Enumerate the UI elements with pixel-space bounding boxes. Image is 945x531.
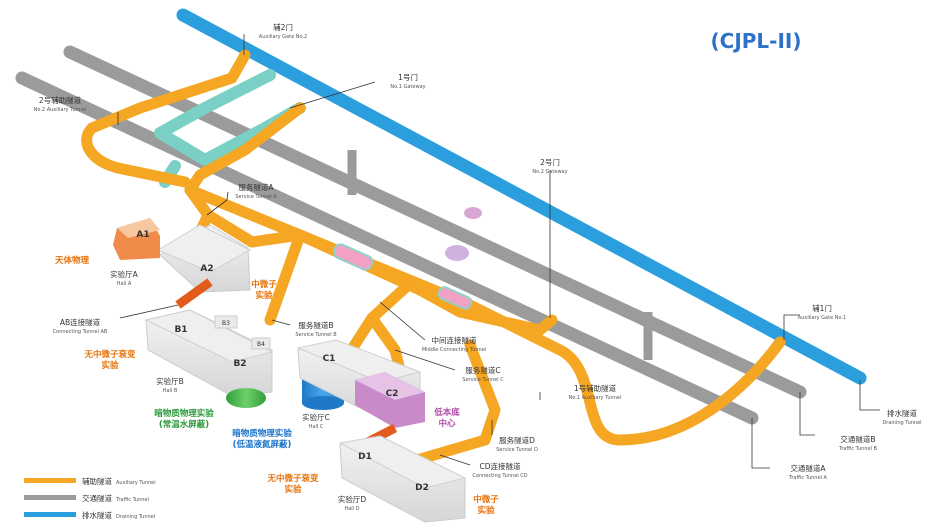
exp-astro: 天体物理 xyxy=(55,255,90,266)
label-gateway-2-en: No.2 Gateway xyxy=(532,169,567,175)
hall-labels: 实验厅A Hall A 实验厅B Hall B 实验厅C Hall C 实验厅D… xyxy=(110,230,429,512)
label-aux-gate-2-en: Auxiliary Gate No.2 xyxy=(259,34,307,40)
hall-b xyxy=(144,309,274,408)
hall-code-b2: B2 xyxy=(233,359,246,369)
hall-code-a1: A1 xyxy=(136,230,149,240)
experiment-labels: 天体物理 中微子 实验 无中微子衰变 实验 暗物质物理实验 (常温水屏蔽) 暗物… xyxy=(55,255,499,516)
label-service-d-en: Service Tunnel D xyxy=(496,447,538,453)
page-title: (CJPL-II) xyxy=(711,29,802,53)
label-drain-tunnel-en: Draining Tunnel xyxy=(882,420,921,426)
label-hall-d-en: Hall D xyxy=(344,506,359,512)
label-middle-conn-cn: 中间连接隧道 xyxy=(432,335,477,345)
exp-low-bg-1: 低本底 xyxy=(433,407,460,418)
exp-neutrinoless-b-1: 无中微子衰变 xyxy=(83,349,136,360)
exp-dark-c-2: (低温液氮屏蔽) xyxy=(233,439,292,450)
auxiliary-tunnels xyxy=(81,49,786,471)
label-hall-b-en: Hall B xyxy=(163,388,178,394)
label-aux-gate-1-en: Auxiliary Gate No.1 xyxy=(798,315,846,321)
label-traffic-a-cn: 交通隧道A xyxy=(790,463,826,473)
hall-code-b4: B4 xyxy=(257,341,265,348)
label-service-b-cn: 服务隧道B xyxy=(298,320,333,330)
label-service-b-en: Service Tunnel B xyxy=(295,332,337,338)
legend: 辅助隧道 Auxiliary Tunnel 交通隧道 Traffic Tunne… xyxy=(24,476,156,520)
label-gateway-2-cn: 2号门 xyxy=(540,158,560,167)
hall-code-d1: D1 xyxy=(358,452,372,462)
label-gateway-1-en: No.1 Gateway xyxy=(390,84,425,90)
exp-neutrino-a-2: 实验 xyxy=(255,290,273,301)
label-hall-b-cn: 实验厅B xyxy=(156,376,184,386)
hall-a xyxy=(113,218,252,293)
label-hall-c-en: Hall C xyxy=(309,424,324,430)
tunnel-labels: 辅2门 Auxiliary Gate No.2 1号门 No.1 Gateway… xyxy=(34,22,922,481)
exp-neutrino-d-2: 实验 xyxy=(477,505,495,516)
fixture-1 xyxy=(332,243,374,271)
exp-low-bg-2: 中心 xyxy=(438,418,456,429)
legend-label-auxiliary-cn: 辅助隧道 xyxy=(82,476,112,486)
legend-swatch-draining xyxy=(24,512,76,517)
legend-label-traffic-en: Traffic Tunnel xyxy=(115,497,149,503)
label-gateway-1-cn: 1号门 xyxy=(398,73,418,82)
exp-neutrinoless-d-2: 实验 xyxy=(284,484,302,495)
label-traffic-b-cn: 交通隧道B xyxy=(840,434,875,444)
exp-neutrino-d-1: 中微子 xyxy=(473,494,499,505)
exp-neutrinoless-d-1: 无中微子衰变 xyxy=(266,473,319,484)
exp-dark-b-2: (常温水屏蔽) xyxy=(159,419,209,430)
label-service-d-cn: 服务隧道D xyxy=(499,435,535,445)
legend-label-draining-en: Draining Tunnel xyxy=(116,514,155,520)
label-hall-a-cn: 实验厅A xyxy=(110,269,138,279)
label-service-c-en: Service Tunnel C xyxy=(462,377,504,383)
ab-connecting-bar xyxy=(175,278,213,309)
label-drain-tunnel-cn: 排水隧道 xyxy=(887,408,917,418)
traffic-tunnel-a xyxy=(15,71,759,425)
label-traffic-a-en: Traffic Tunnel A xyxy=(788,475,827,481)
tunnel-fixtures xyxy=(332,207,482,310)
hall-d xyxy=(338,435,467,523)
hall-code-a2: A2 xyxy=(200,264,213,274)
label-service-c-cn: 服务隧道C xyxy=(465,365,500,375)
label-hall-c-cn: 实验厅C xyxy=(302,412,330,422)
exp-neutrino-a-1: 中微子 xyxy=(251,279,277,290)
label-aux-gate-2-cn: 辅2门 xyxy=(273,22,293,32)
label-hall-a-en: Hall A xyxy=(117,281,132,287)
legend-label-auxiliary-en: Auxiliary Tunnel xyxy=(116,480,156,486)
hall-code-d2: D2 xyxy=(415,483,429,493)
label-ab-conn-cn: AB连接隧道 xyxy=(60,317,101,327)
legend-swatch-auxiliary xyxy=(24,478,76,483)
exp-neutrinoless-b-2: 实验 xyxy=(101,360,119,371)
label-hall-d-cn: 实验厅D xyxy=(338,494,366,504)
exp-dark-c-1: 暗物质物理实验 xyxy=(232,428,292,439)
label-aux-tunnel-1-cn: 1号辅助隧道 xyxy=(574,383,617,393)
label-service-a-en: Service Tunnel A xyxy=(235,194,277,200)
legend-swatch-traffic xyxy=(24,495,76,500)
hall-b4-block xyxy=(251,337,271,350)
label-service-a-cn: 服务隧道A xyxy=(238,182,274,192)
hall-code-c2: C2 xyxy=(386,389,399,399)
exp-dark-b-1: 暗物质物理实验 xyxy=(154,408,214,419)
hall-b3-block xyxy=(214,315,238,329)
label-aux-tunnel-2-cn: 2号辅助隧道 xyxy=(39,95,82,105)
fixture-3 xyxy=(464,207,482,219)
fixture-4 xyxy=(445,245,469,261)
label-cd-conn-cn: CD连接隧道 xyxy=(479,461,521,471)
water-shield-tank xyxy=(226,388,266,408)
hall-code-b3: B3 xyxy=(222,320,230,327)
hall-code-b1: B1 xyxy=(174,325,187,335)
leader-lines xyxy=(117,34,880,469)
label-middle-conn-en: Middle Connecting Tunnel xyxy=(422,347,486,353)
label-aux-gate-1-cn: 辅1门 xyxy=(812,303,832,313)
fixture-2 xyxy=(437,286,473,310)
label-ab-conn-en: Connecting Tunnel AB xyxy=(53,329,108,335)
hall-code-c1: C1 xyxy=(323,354,336,364)
label-aux-tunnel-2-en: No.2 Auxiliary Tunnel xyxy=(34,107,87,113)
hall-c xyxy=(296,339,425,428)
label-cd-conn-en: Connecting Tunnel CD xyxy=(472,473,527,479)
label-traffic-b-en: Traffic Tunnel B xyxy=(838,446,877,452)
legend-label-draining-cn: 排水隧道 xyxy=(82,510,112,520)
draining-tunnel xyxy=(176,8,867,385)
legend-label-traffic-cn: 交通隧道 xyxy=(82,493,112,503)
label-aux-tunnel-1-en: No.1 Auxiliary Tunnel xyxy=(569,395,622,401)
